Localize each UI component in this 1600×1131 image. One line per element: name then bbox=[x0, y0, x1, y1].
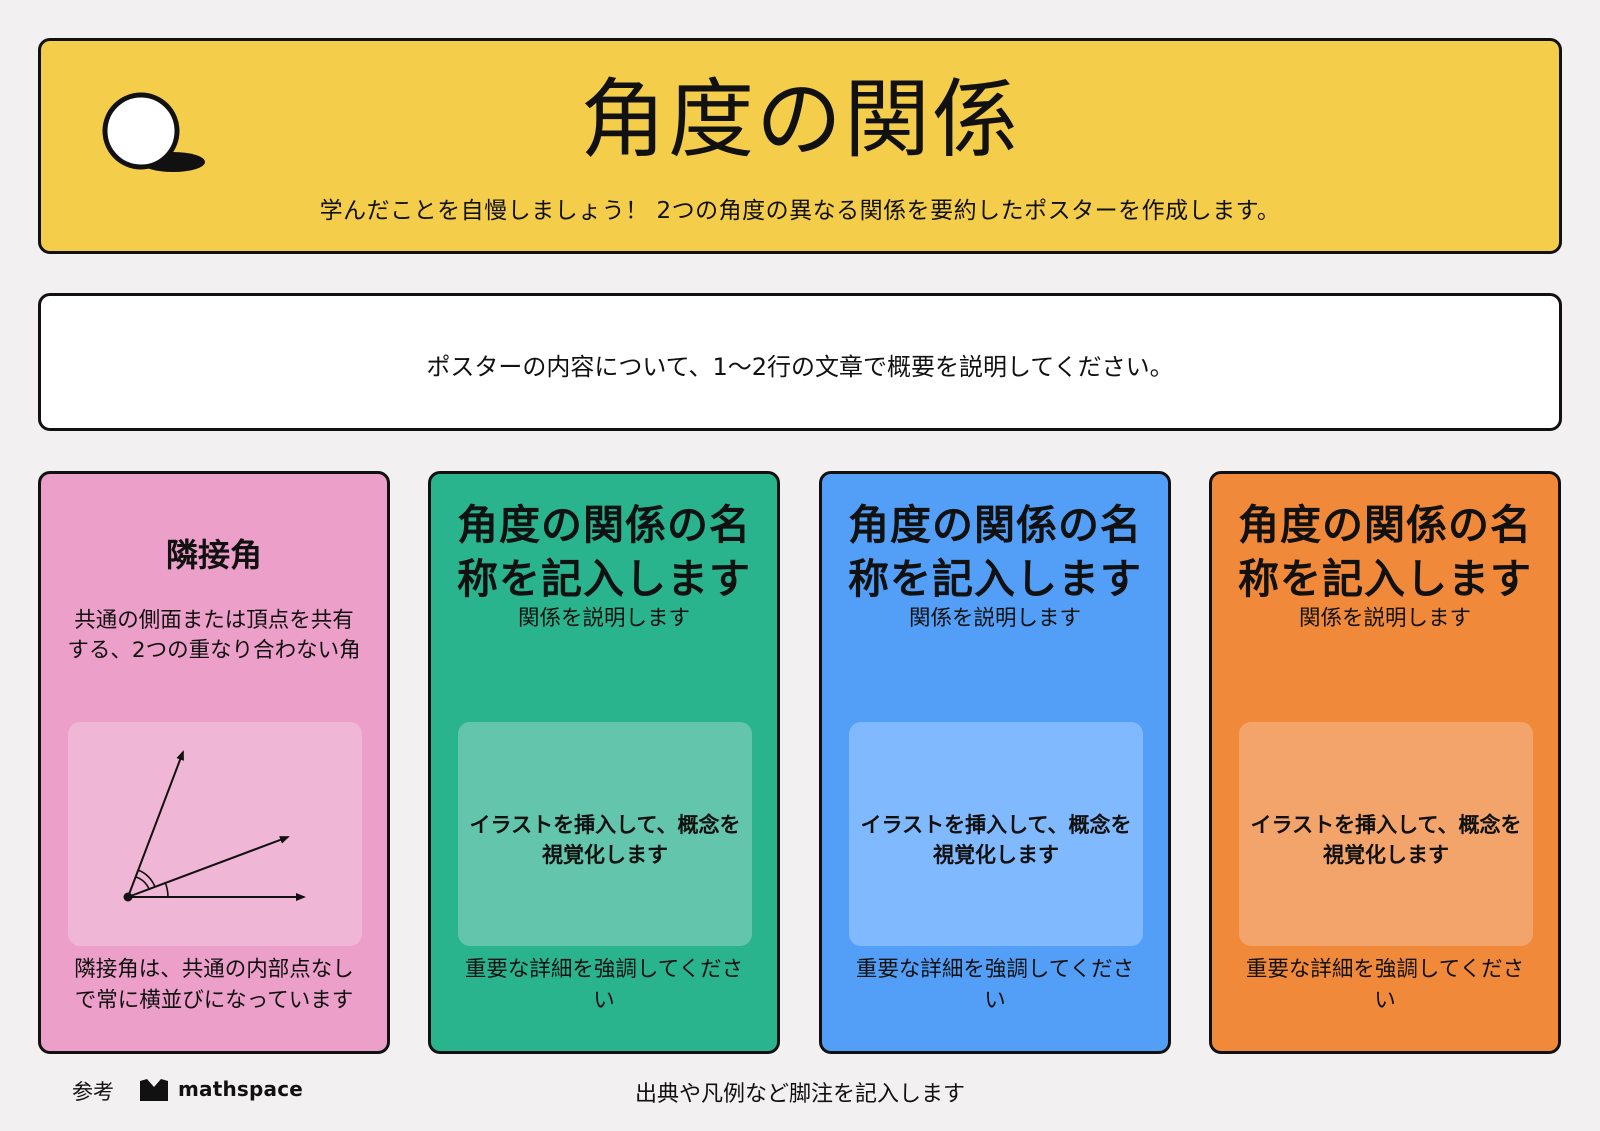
card-note[interactable]: 重要な詳細を強調してください bbox=[1245, 957, 1525, 1013]
adjacent-angles-illustration bbox=[68, 722, 362, 946]
reference-label: 参考 bbox=[72, 1080, 114, 1104]
poster-title: 角度の関係 bbox=[580, 70, 1020, 170]
vertex-point bbox=[123, 892, 133, 902]
ball-with-shadow-icon bbox=[102, 92, 205, 172]
card-description: 共通の側面または頂点を共有する、2つの重なり合わない角 bbox=[67, 608, 361, 663]
card-heading[interactable]: 角度の関係の名称を記入します bbox=[848, 501, 1142, 603]
card-relationship-3: 角度の関係の名称を記入します 関係を説明します イラストを挿入して、概念を視覚化… bbox=[819, 471, 1171, 1054]
angle-arc-lower bbox=[164, 881, 169, 898]
adjacent-angles-diagram bbox=[123, 750, 306, 902]
summary-text: ポスターの内容について、1〜2行の文章で概要を説明してください。 bbox=[426, 353, 1174, 381]
angle-arc-upper-inner bbox=[135, 876, 150, 890]
illustration-placeholder[interactable]: イラストを挿入して、概念を視覚化します bbox=[1239, 722, 1533, 946]
card-description[interactable]: 関係を説明します bbox=[1298, 606, 1471, 631]
card-heading[interactable]: 角度の関係の名称を記入します bbox=[1238, 501, 1532, 603]
header-banner: 角度の関係 学んだことを自慢しましょう！ 2つの角度の異なる関係を要約したポスタ… bbox=[38, 38, 1562, 254]
card-note: 隣接角は、共通の内部点なしで常に横並びになっています bbox=[74, 957, 354, 1013]
card-relationship-4: 角度の関係の名称を記入します 関係を説明します イラストを挿入して、概念を視覚化… bbox=[1209, 471, 1561, 1054]
card-heading[interactable]: 角度の関係の名称を記入します bbox=[457, 501, 751, 603]
ray-upper bbox=[127, 750, 184, 898]
illustration-placeholder-text: イラストを挿入して、概念を視覚化します bbox=[1250, 813, 1522, 867]
summary-box[interactable]: ポスターの内容について、1〜2行の文章で概要を説明してください。 bbox=[38, 293, 1562, 431]
brand-name: mathspace bbox=[178, 1077, 304, 1101]
card-description[interactable]: 関係を説明します bbox=[517, 606, 690, 631]
card-adjacent-angles: 隣接角 共通の側面または頂点を共有する、2つの重なり合わない角 隣接角は、共通の… bbox=[38, 471, 390, 1054]
ray-middle bbox=[127, 836, 290, 898]
illustration-placeholder-text: イラストを挿入して、概念を視覚化します bbox=[860, 813, 1132, 867]
illustration-placeholder-text: イラストを挿入して、概念を視覚化します bbox=[469, 813, 741, 867]
card-note[interactable]: 重要な詳細を強調してください bbox=[855, 957, 1135, 1013]
illustration-placeholder[interactable]: イラストを挿入して、概念を視覚化します bbox=[458, 722, 752, 946]
angle-arc-upper-outer bbox=[137, 869, 156, 888]
mathspace-logo-icon bbox=[140, 1079, 168, 1101]
poster-subtitle: 学んだことを自慢しましょう！ 2つの角度の異なる関係を要約したポスターを作成しま… bbox=[319, 198, 1281, 224]
card-relationship-2: 角度の関係の名称を記入します 関係を説明します イラストを挿入して、概念を視覚化… bbox=[428, 471, 780, 1054]
card-heading: 隣接角 bbox=[165, 536, 262, 574]
card-note[interactable]: 重要な詳細を強調してください bbox=[464, 957, 744, 1013]
footnote[interactable]: 出典や凡例など脚注を記入します bbox=[634, 1082, 965, 1107]
card-description[interactable]: 関係を説明します bbox=[908, 606, 1081, 631]
illustration-placeholder[interactable]: イラストを挿入して、概念を視覚化します bbox=[849, 722, 1143, 946]
